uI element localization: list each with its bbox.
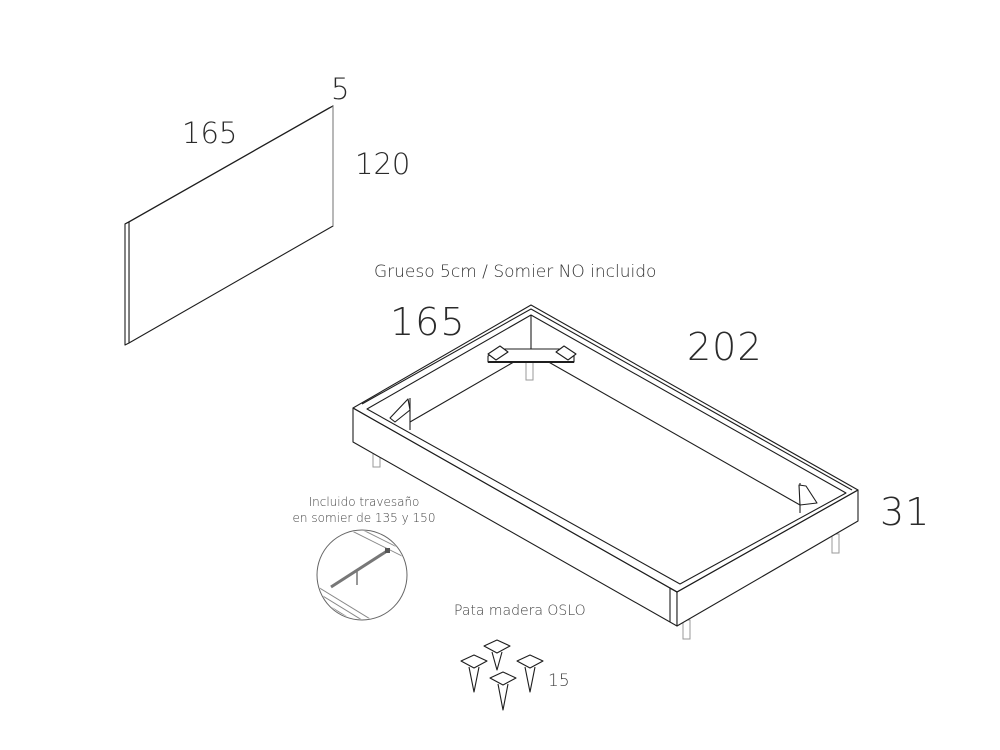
- oslo-legs-drawing: [460, 639, 544, 711]
- headboard-width-label: 165: [182, 116, 238, 150]
- legs-height-label: 15: [548, 671, 570, 691]
- bed-base-drawing: [352, 304, 859, 640]
- crossbar-note-line2: en somier de 135 y 150: [292, 511, 436, 525]
- bed-base-width-label: 165: [390, 300, 466, 344]
- leg-icon: [525, 361, 534, 381]
- leg-icon: [489, 671, 517, 711]
- corner-bracket-icon: [487, 345, 577, 363]
- bed-base-height-label: 31: [880, 490, 931, 534]
- leg-icon: [831, 533, 840, 554]
- leg-icon: [682, 619, 691, 640]
- bed-base-length-label: 202: [687, 325, 763, 369]
- crossbar-note-line1: Incluido travesaño: [308, 495, 420, 509]
- corner-bracket-icon: [798, 484, 818, 506]
- crossbar-note: Incluido travesaño en somier de 135 y 15…: [290, 494, 438, 526]
- headboard-drawing: [124, 105, 334, 346]
- bed-base-note: Grueso 5cm / Somier NO incluido: [374, 262, 657, 282]
- leg-icon: [460, 654, 488, 693]
- leg-icon: [483, 639, 511, 671]
- corner-bracket-icon: [389, 398, 411, 423]
- leg-icon: [516, 654, 544, 693]
- headboard-thickness-label: 5: [331, 72, 350, 106]
- crossbar-detail-drawing: [316, 529, 408, 621]
- headboard-height-label: 120: [355, 147, 411, 181]
- legs-title: Pata madera OSLO: [454, 603, 586, 619]
